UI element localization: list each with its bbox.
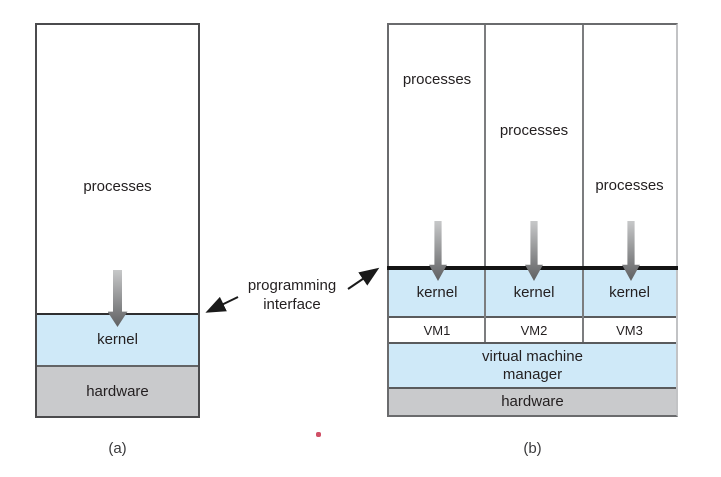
panel-b-processes-label-vm1: processes [402, 71, 472, 88]
panel-a-box: processes kernel hardware [35, 23, 200, 418]
annotation-arrows [205, 267, 380, 313]
panel-a-hardware-band: hardware [37, 365, 198, 416]
red-dot-artifact [316, 432, 321, 437]
panel-a-kernel-band: kernel [37, 313, 198, 365]
panel-b-processes-label-vm3: processes [595, 177, 664, 194]
vm2-label: VM2 [520, 322, 548, 338]
panel-b-processes-label-vm2: processes [499, 122, 569, 139]
programming-interface-label-line1: programming [247, 277, 337, 294]
annotation-arrow-left-icon [205, 296, 239, 313]
panel-b-vmm-band: virtual machine manager [389, 342, 676, 387]
panel-b-box: processes processes processes kernel ker… [387, 23, 678, 417]
programming-interface-label: programming interface [222, 276, 362, 314]
column-divider [484, 25, 486, 342]
panel-b-kernel-label-vm2: kernel [513, 284, 555, 301]
panel-a-hardware-label: hardware [86, 382, 149, 400]
panel-b-vm-band: VM1 VM2 VM3 [389, 316, 676, 342]
panel-a-caption: (a) [108, 440, 127, 457]
vm3-label: VM3 [616, 322, 643, 338]
panel-b-kernel-label-vm3: kernel [609, 284, 650, 301]
panel-b-kernel-label-vm1: kernel [416, 284, 458, 301]
panel-a-kernel-label: kernel [97, 331, 138, 348]
programming-interface-label-line2: interface [263, 296, 321, 313]
column-divider [582, 25, 584, 342]
vmm-label-line1: virtual machine [482, 347, 583, 365]
panel-b-caption: (b) [523, 440, 542, 457]
panel-b-hardware-label: hardware [501, 393, 564, 410]
vmm-label-line2: manager [502, 365, 563, 383]
panel-a-processes-zone: processes [37, 25, 198, 313]
panel-a-processes-label: processes [83, 178, 152, 195]
annotation-arrow-right-icon [347, 267, 380, 290]
panel-b-hardware-band: hardware [389, 387, 676, 415]
vm1-label: VM1 [423, 322, 451, 338]
